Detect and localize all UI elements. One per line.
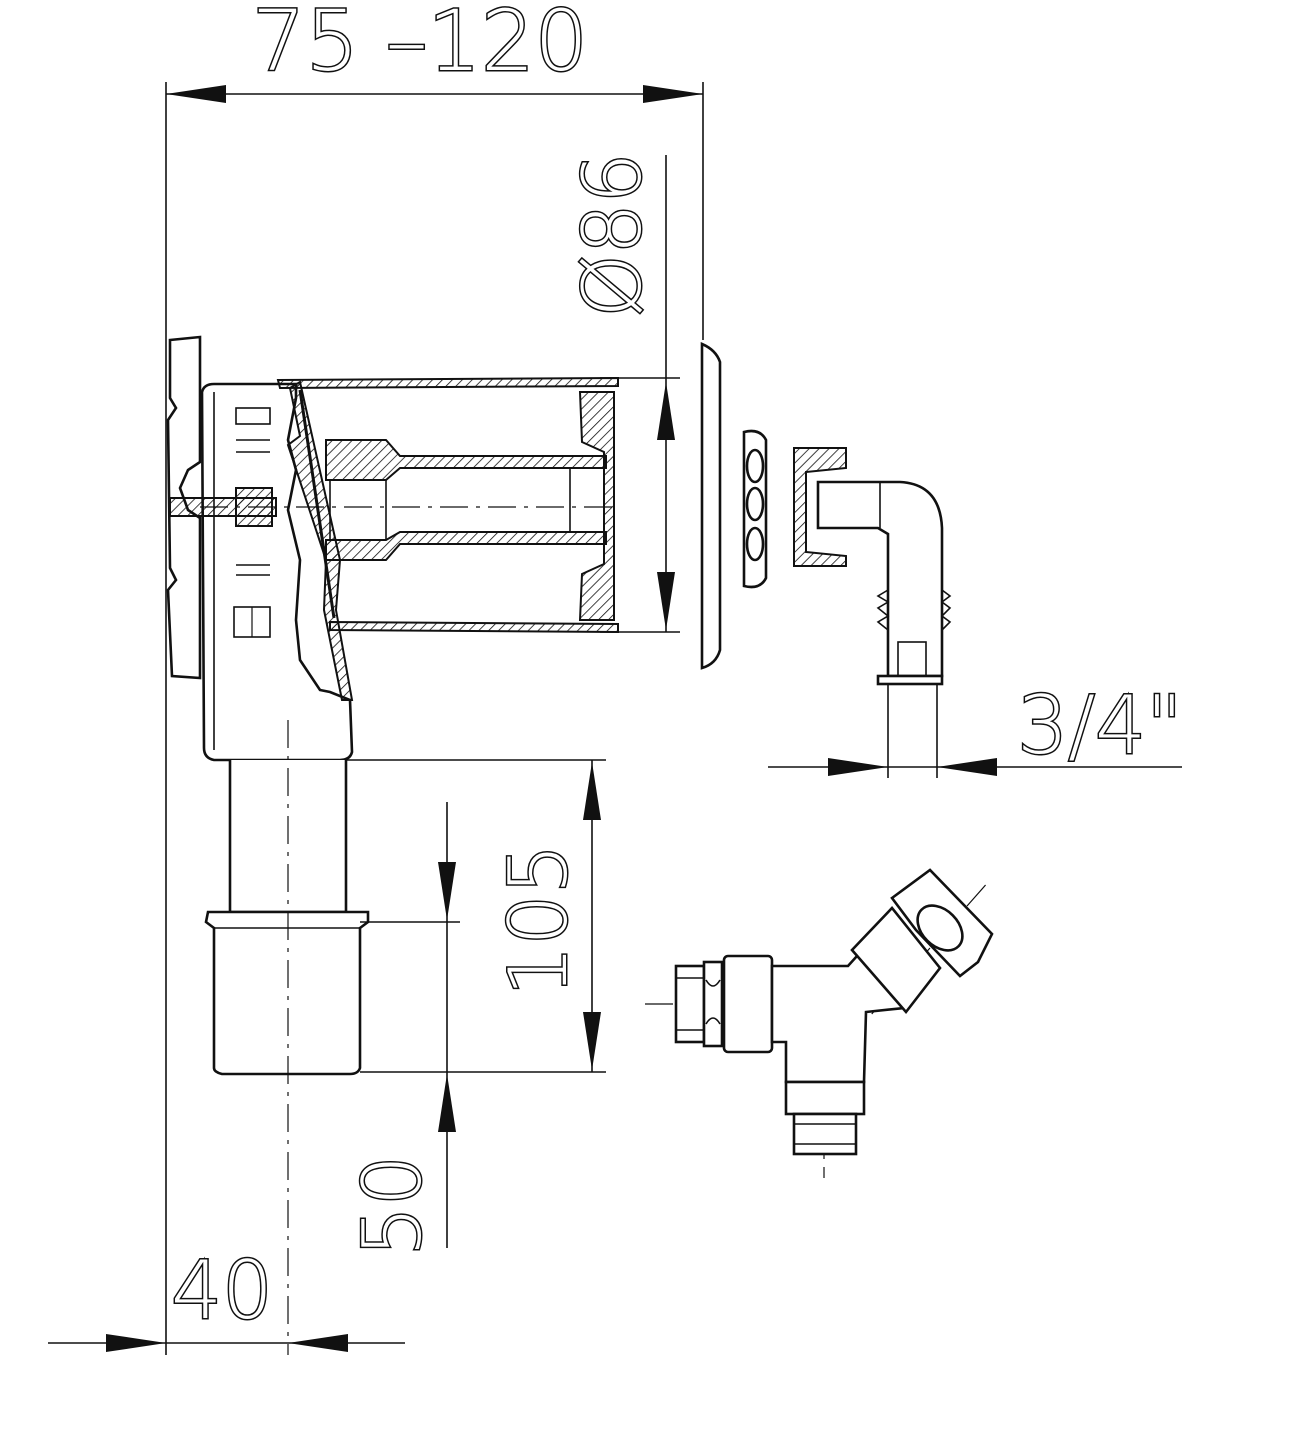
arrowhead-down [657,572,675,630]
arrowhead-up [438,1074,456,1132]
gasket [742,429,768,589]
arrowhead-down [438,862,456,920]
arrowhead-up [583,762,601,820]
dimension-thread: 3/4" [768,678,1184,778]
elbow-connector [793,447,952,686]
dimension-height-lower: 50 [345,802,460,1258]
dimension-label-overall-width: 75 –120 [252,0,588,90]
dimension-label-diameter: Ø86 [566,153,659,318]
arrowhead-down [583,1012,601,1070]
outlet-collar [204,910,370,1076]
dimension-height-main: 105 [346,759,606,1073]
dimension-label-thread: 3/4" [1017,679,1183,772]
dimension-label-height-main: 105 [492,844,585,997]
dimension-label-offset: 40 [171,1244,273,1337]
y-fitting [645,868,994,1178]
arrowhead-right [106,1334,166,1352]
dimension-overall-width: 75 –120 [165,0,704,1355]
dimension-offset: 40 [48,720,405,1355]
arrowhead-left [288,1334,348,1352]
arrowhead-left [828,758,888,776]
arrowhead-up [657,382,675,440]
threaded-sleeve [200,376,620,634]
dimension-label-height-lower: 50 [346,1155,439,1257]
dimension-diameter: Ø86 [565,151,680,633]
arrowhead-left [166,85,226,103]
cover-rosette [700,342,722,670]
arrowhead-right [643,85,703,103]
arrowhead-right [937,758,997,776]
trap-body [200,382,354,762]
